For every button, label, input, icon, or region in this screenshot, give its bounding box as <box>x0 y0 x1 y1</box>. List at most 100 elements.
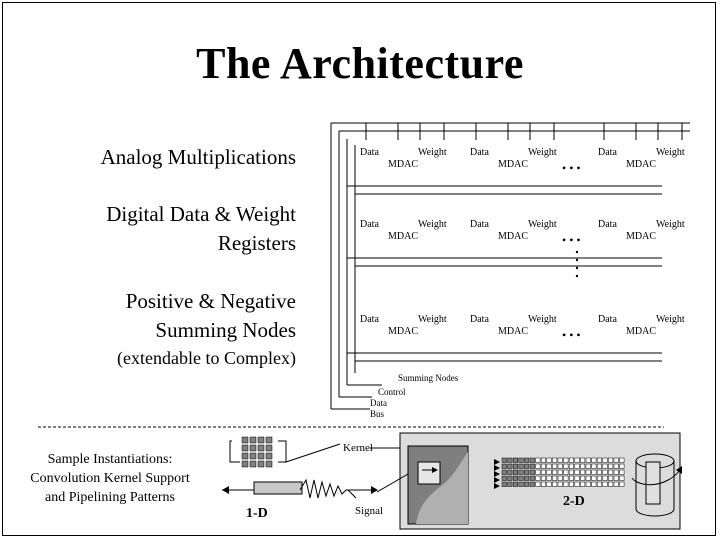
grid-cell <box>529 463 535 469</box>
grid-cell <box>518 457 524 463</box>
grid-cell <box>563 481 569 487</box>
kernel-cell <box>265 452 273 460</box>
vertical-ellipsis-dot <box>575 250 579 254</box>
grid-cell <box>568 463 574 469</box>
horizontal-ellipsis: • • • <box>562 233 581 247</box>
bus-wiring <box>330 122 690 410</box>
grid-cell <box>557 457 563 463</box>
sample-instantiations-text: Sample Instantiations: Convolution Kerne… <box>12 450 208 507</box>
label-analog-multiplications: Analog Multiplications <box>100 145 296 169</box>
grid-cell <box>585 457 591 463</box>
cell-mdac-label: MDAC <box>626 159 656 170</box>
grid-cell <box>501 469 507 475</box>
grid-cell <box>524 481 530 487</box>
grid-cell <box>552 463 558 469</box>
grid-cell <box>613 475 619 481</box>
image-window-arrowhead <box>432 467 438 473</box>
label-digital-registers-line1: Digital Data & Weight <box>106 202 296 226</box>
horizontal-ellipsis: • • • <box>562 161 581 175</box>
grid-cell <box>518 469 524 475</box>
cell-weight-label: Weight <box>418 219 447 230</box>
label-summing-nodes-line1: Positive & Negative <box>125 289 296 313</box>
bus-label-data: Data <box>370 398 387 408</box>
grid-cell <box>563 475 569 481</box>
grid-cell <box>613 463 619 469</box>
grid-cell <box>540 457 546 463</box>
kernel-cell <box>265 460 273 468</box>
one-d-pattern: Kernel Signal 1-D <box>222 436 383 521</box>
cell-data-label: Data <box>598 314 617 325</box>
image-thumbnail-shape <box>416 452 468 524</box>
grid-cell <box>596 475 602 481</box>
cell-mdac-label: MDAC <box>498 159 528 170</box>
grid-cell <box>568 475 574 481</box>
grid-cell <box>580 469 586 475</box>
cell-data-label: Data <box>470 314 489 325</box>
cell-mdac-label: MDAC <box>388 231 418 242</box>
kernel-cell <box>241 460 249 468</box>
signal-axis-left-arrowhead <box>222 486 229 494</box>
grid-cell <box>535 475 541 481</box>
cell-data-label: Data <box>360 147 379 158</box>
signal-waveform <box>299 478 352 499</box>
kernel-cell <box>249 444 257 452</box>
cell-data-label: Data <box>598 147 617 158</box>
grid-cell <box>608 463 614 469</box>
kernel-cell <box>249 452 257 460</box>
signal-window <box>253 481 303 495</box>
grid-cell <box>501 475 507 481</box>
grid-cell <box>512 481 518 487</box>
label-summing-nodes-line2: Summing Nodes <box>155 318 296 342</box>
grid-cell <box>512 475 518 481</box>
grid-cell <box>535 481 541 487</box>
kernel-cell <box>249 460 257 468</box>
grid-cell <box>546 457 552 463</box>
grid-cell <box>591 475 597 481</box>
grid-cell <box>518 481 524 487</box>
grid-cell <box>507 481 513 487</box>
grid-cell <box>580 457 586 463</box>
grid-cell <box>596 481 602 487</box>
kernel-cell <box>257 444 265 452</box>
vertical-ellipsis-dot <box>575 266 579 270</box>
one-d-label: 1-D <box>246 506 268 521</box>
two-d-pattern: 2-D <box>370 432 682 530</box>
grid-cell <box>608 481 614 487</box>
cell-mdac-label: MDAC <box>498 231 528 242</box>
grid-cell <box>552 481 558 487</box>
grid-cell <box>507 469 513 475</box>
grid-cell <box>619 469 625 475</box>
kernel-grid-1d <box>241 436 273 468</box>
feed-arrowhead <box>494 477 500 483</box>
cell-data-label: Data <box>360 314 379 325</box>
bus-label-bus: Bus <box>370 409 385 419</box>
grid-cell <box>524 463 530 469</box>
grid-cell <box>568 481 574 487</box>
bus-label-control: Control <box>378 387 406 397</box>
grid-cell <box>619 481 625 487</box>
grid-cell <box>602 475 608 481</box>
grid-cell <box>518 463 524 469</box>
image-window <box>417 461 441 485</box>
kernel-cell <box>265 436 273 444</box>
grid-cell <box>602 469 608 475</box>
grid-cell <box>518 475 524 481</box>
kernel-label: Kernel <box>343 442 373 454</box>
grid-cell <box>596 463 602 469</box>
grid-cell <box>501 457 507 463</box>
grid-cell <box>591 457 597 463</box>
grid-cell <box>512 457 518 463</box>
two-d-grid <box>501 457 625 487</box>
sample-line-2: Convolution Kernel Support <box>30 471 190 486</box>
grid-cell <box>574 463 580 469</box>
grid-cell <box>524 457 530 463</box>
grid-cell <box>608 469 614 475</box>
grid-cell <box>557 463 563 469</box>
grid-cell <box>563 463 569 469</box>
sample-line-1: Sample Instantiations: <box>47 452 173 467</box>
